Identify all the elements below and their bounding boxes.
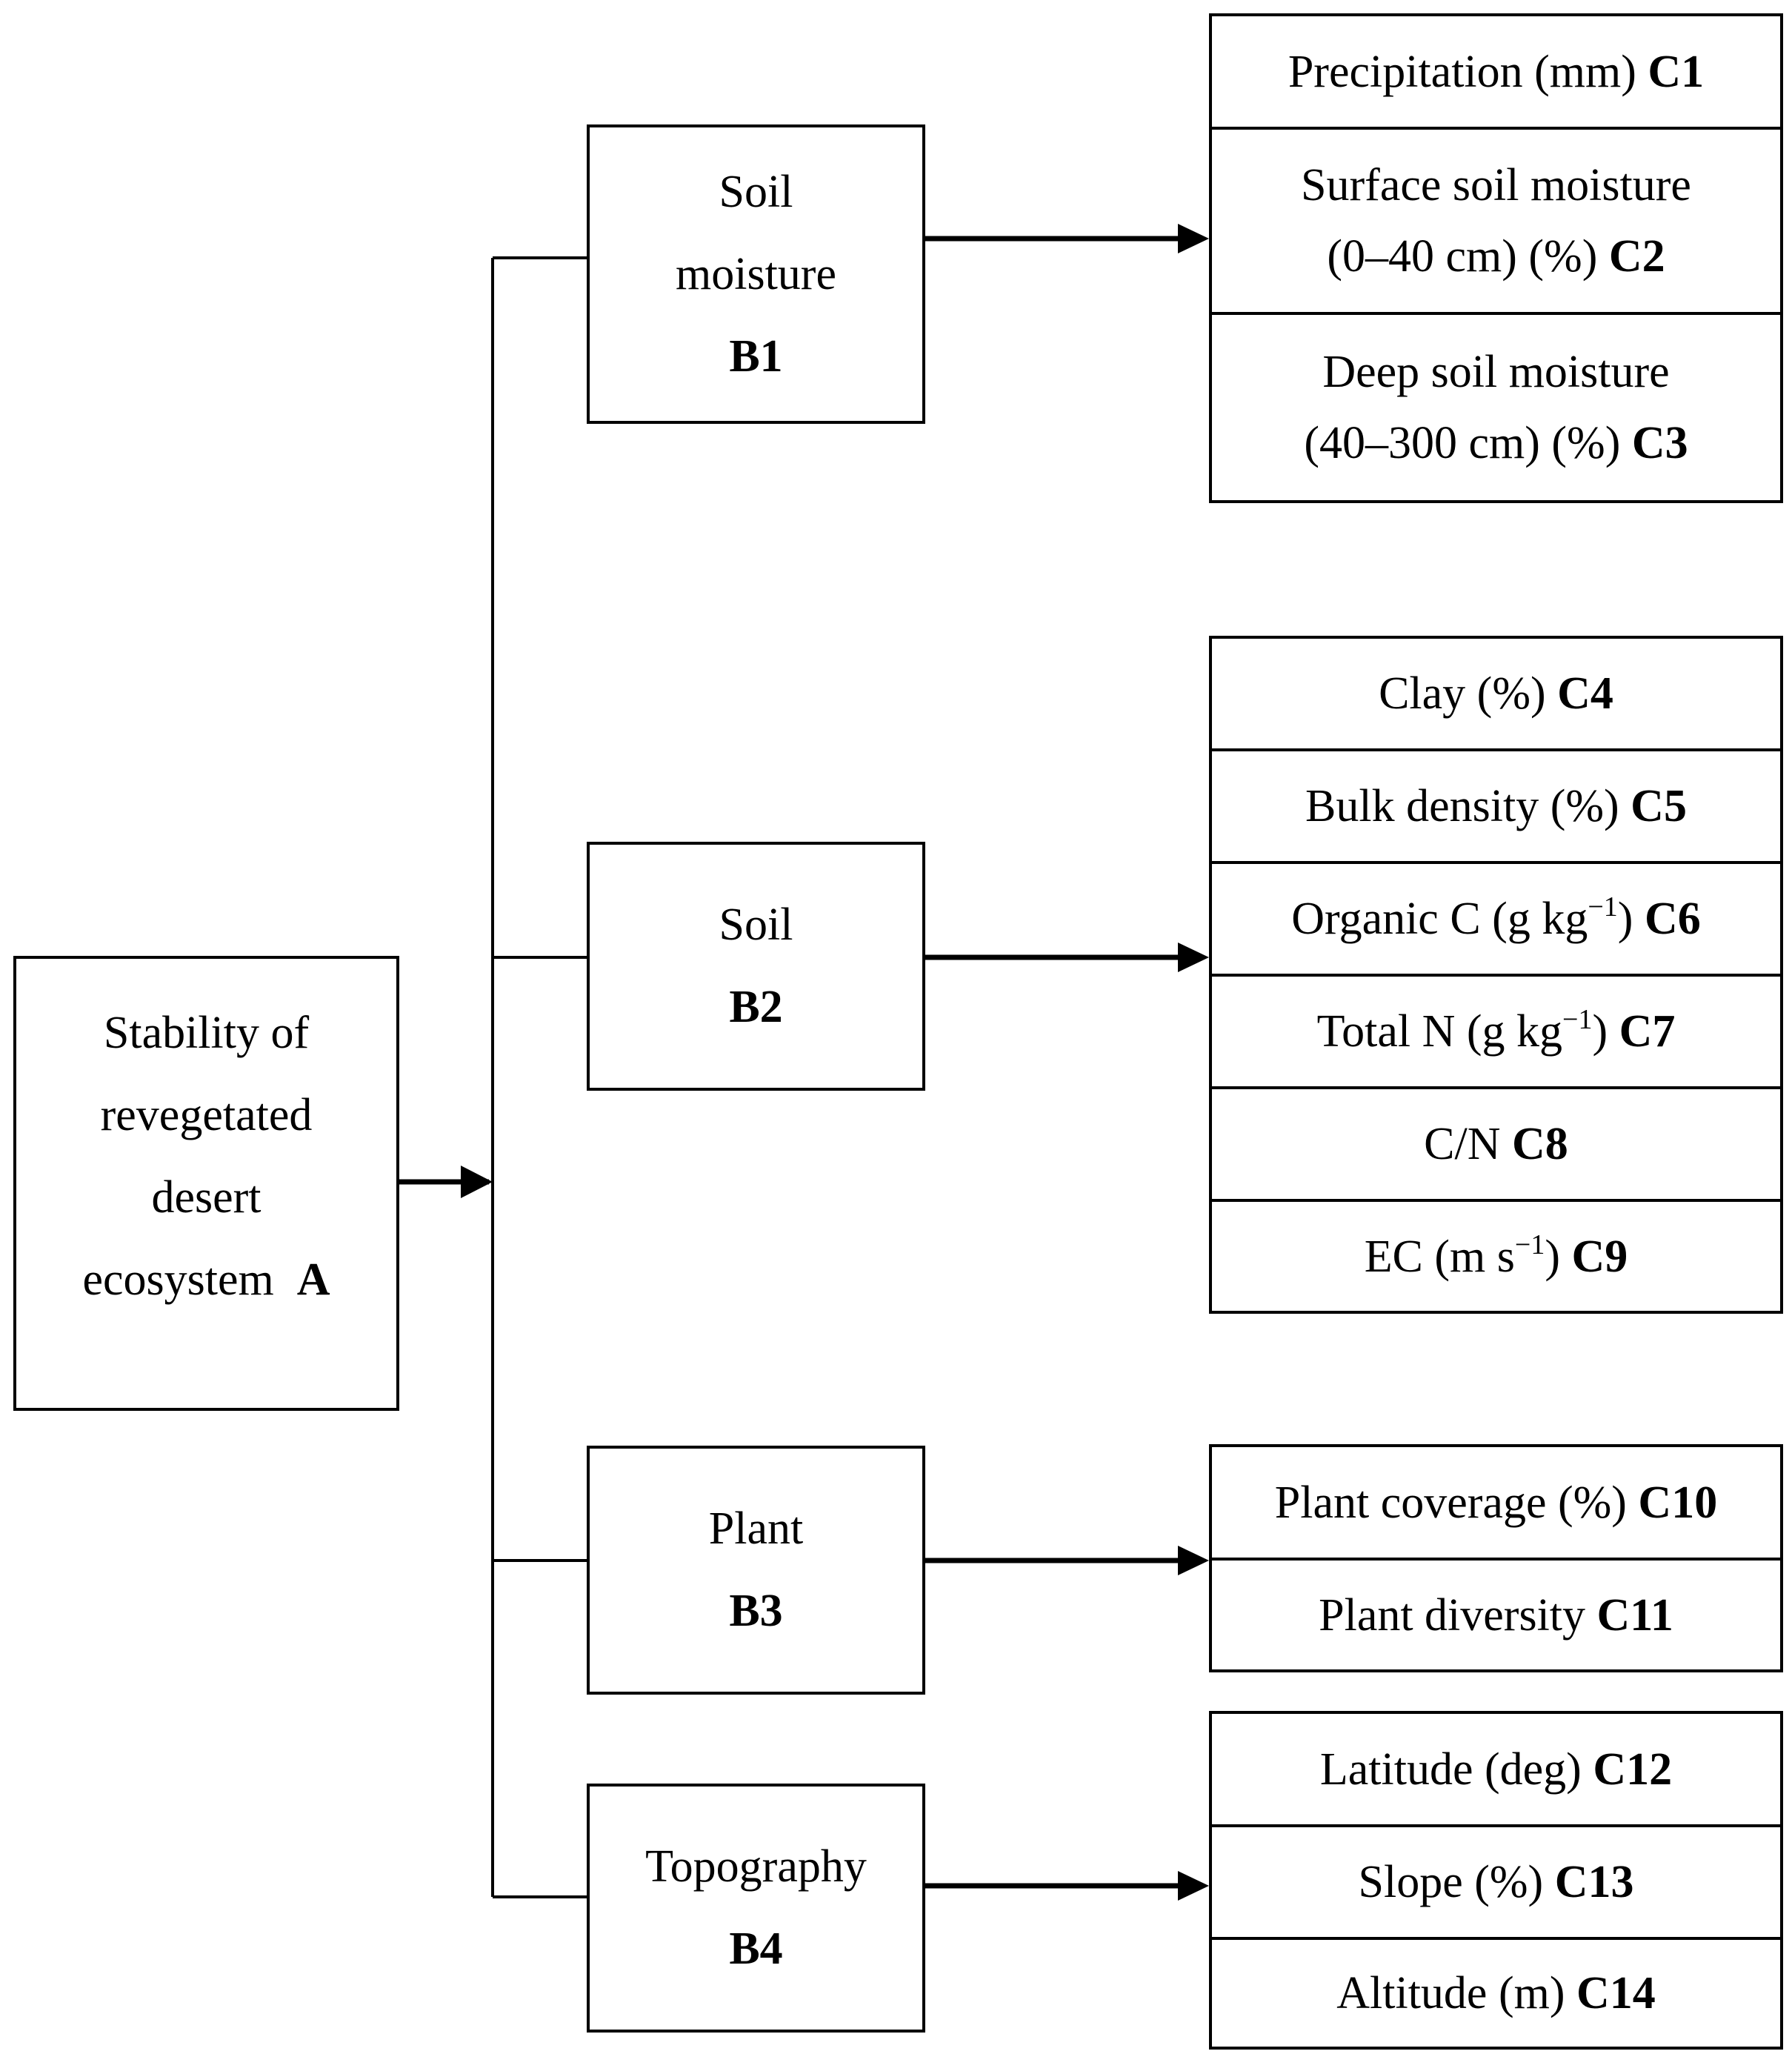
indicator-c6: Organic C (g kg−1) C6 xyxy=(1212,864,1780,977)
criterion-b1-line-1: Soil xyxy=(719,166,793,217)
criterion-b3-line-1: Plant xyxy=(708,1503,804,1554)
arrowhead-root xyxy=(461,1166,493,1198)
indicator-group-b2: Clay (%) C4 Bulk density (%) C5 Organic … xyxy=(1209,636,1783,1314)
criterion-b4-line-1: Topography xyxy=(645,1841,867,1892)
indicator-c2: Surface soil moisture (0–40 cm) (%) C2 xyxy=(1212,130,1780,315)
indicator-c5: Bulk density (%) C5 xyxy=(1212,751,1780,864)
indicator-group-b1: Precipitation (mm) C1 Surface soil moist… xyxy=(1209,13,1783,503)
goal-code: A xyxy=(296,1254,330,1305)
indicator-c8: C/N C8 xyxy=(1212,1089,1780,1202)
arrowhead-b1 xyxy=(1178,224,1209,253)
criterion-b3-code: B3 xyxy=(729,1586,783,1636)
indicator-c4: Clay (%) C4 xyxy=(1212,639,1780,751)
goal-line-4: ecosystem A xyxy=(82,1254,330,1305)
criterion-b1-code: B1 xyxy=(729,330,783,382)
arrowhead-b2 xyxy=(1178,943,1209,972)
criterion-box-b2: Soil B2 xyxy=(587,842,925,1091)
criterion-b2-line-1: Soil xyxy=(719,900,793,950)
indicator-group-b3: Plant coverage (%) C10 Plant diversity C… xyxy=(1209,1444,1783,1672)
indicator-c11: Plant diversity C11 xyxy=(1319,1589,1673,1641)
arrowhead-b4 xyxy=(1178,1871,1209,1901)
indicator-c9: EC (m s−1) C9 xyxy=(1364,1229,1628,1282)
goal-line-3: desert xyxy=(151,1172,262,1223)
indicator-c14: Altitude (m) C14 xyxy=(1336,1968,1656,2018)
criterion-box-b4: Topography B4 xyxy=(587,1784,925,2033)
arrowhead-b3 xyxy=(1178,1546,1209,1575)
indicator-c1: Precipitation (mm) C1 xyxy=(1212,16,1780,130)
indicator-c7: Total N (g kg−1) C7 xyxy=(1212,977,1780,1089)
criterion-b4-code: B4 xyxy=(729,1924,783,1974)
criterion-b1-line-2: moisture xyxy=(676,248,836,299)
indicator-c3: Deep soil moisture (40–300 cm) (%) C3 xyxy=(1304,347,1688,468)
criterion-box-b3: Plant B3 xyxy=(587,1446,925,1695)
goal-box-a: Stability of revegetated desert ecosyste… xyxy=(13,956,399,1411)
indicator-c10: Plant coverage (%) C10 xyxy=(1212,1447,1780,1561)
criterion-b2-code: B2 xyxy=(729,982,783,1032)
criterion-box-b1: Soil moisture B1 xyxy=(587,124,925,424)
indicator-group-b4: Latitude (deg) C12 Slope (%) C13 Altitud… xyxy=(1209,1711,1783,2050)
goal-line-1: Stability of xyxy=(103,1008,310,1058)
indicator-c13: Slope (%) C13 xyxy=(1212,1827,1780,1940)
goal-line-2: revegetated xyxy=(100,1090,313,1140)
indicator-c12: Latitude (deg) C12 xyxy=(1212,1714,1780,1827)
